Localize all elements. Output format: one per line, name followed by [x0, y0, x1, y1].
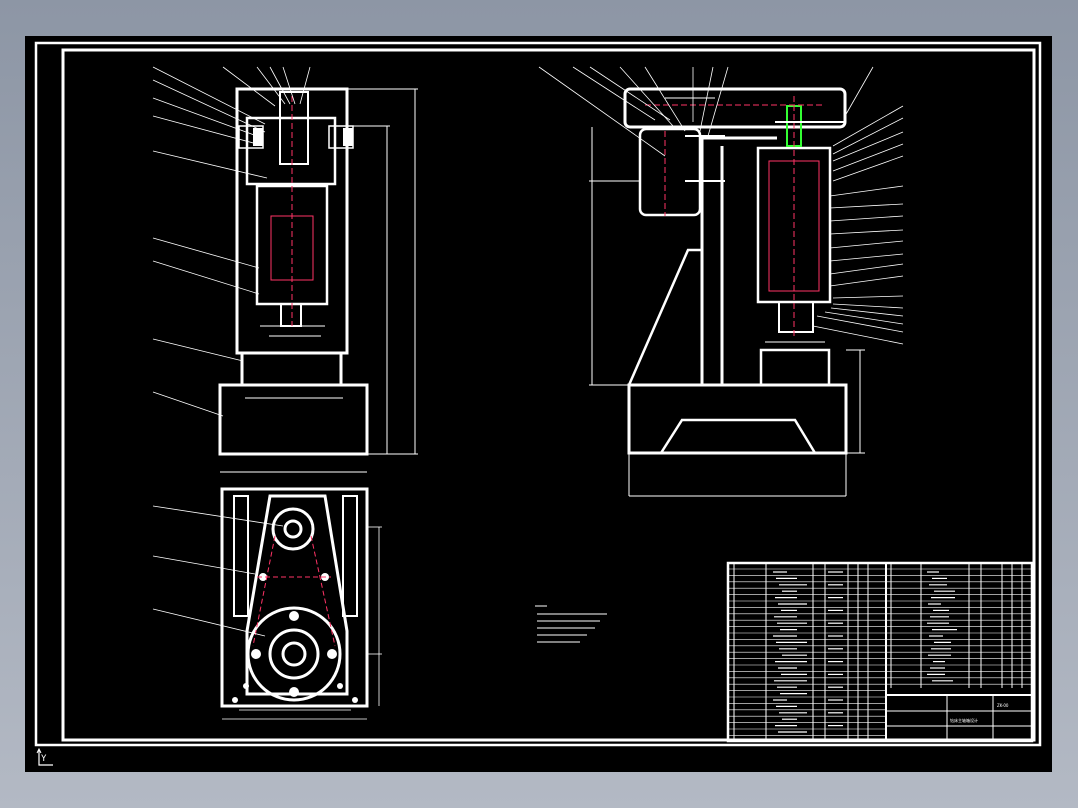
plan-base: [220, 487, 369, 708]
side-view: [623, 87, 848, 455]
side-top-cover: [623, 87, 847, 129]
parts-list-text-marks: [773, 571, 957, 733]
front-spindle: [280, 303, 302, 327]
front-headstock: [245, 116, 337, 186]
plan-small-pulley: [271, 507, 315, 551]
front-worktable: [240, 351, 343, 387]
front-motor-cap: [279, 91, 309, 165]
front-view: [218, 87, 369, 456]
plan-belt-housing: [245, 494, 349, 696]
inner-frame: [61, 48, 1036, 742]
side-motor: [638, 127, 702, 217]
plan-large-pulley: [246, 606, 342, 702]
drawing-canvas[interactable]: 钻床主轴箱设计 ZK-00 Y: [25, 36, 1052, 772]
outer-frame: [34, 41, 1042, 747]
drawing-title: 钻床主轴箱设计: [950, 717, 978, 723]
side-column: [700, 136, 777, 385]
side-base-arch: [659, 418, 817, 454]
ucs-axis-icon: [36, 748, 53, 766]
ucs-label: Y: [41, 754, 47, 764]
side-rib: [627, 248, 704, 386]
engineering-drawing: 钻床主轴箱设计 ZK-00: [34, 41, 1042, 747]
side-quill: [778, 301, 814, 333]
plan-view: [220, 487, 369, 708]
side-base: [627, 383, 848, 455]
side-worktable: [759, 348, 831, 387]
technical-notes: [535, 605, 607, 643]
side-view-leaders: [538, 66, 904, 345]
drawing-number: ZK-00: [997, 703, 1009, 708]
front-view-leaders: [152, 66, 311, 417]
front-base: [218, 383, 369, 456]
parts-list-rows: [728, 568, 1032, 736]
